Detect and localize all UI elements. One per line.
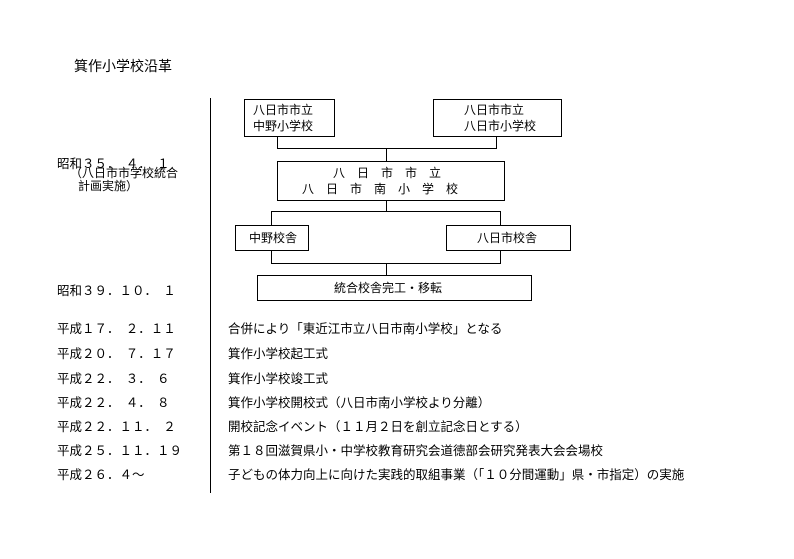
event-h17: 合併により「東近江市立八日市南小学校」となる xyxy=(228,321,503,336)
connector xyxy=(386,148,387,161)
connector xyxy=(386,201,387,211)
note-s35-line2: 計画実施） xyxy=(78,179,139,193)
event-h25: 第１８回滋賀県小・中学校教育研究会道徳部会研究発表大会会場校 xyxy=(228,443,604,458)
box-nakano-campus: 中野校舎 xyxy=(235,225,309,251)
box-yokaichi-campus: 八日市校舎 xyxy=(446,225,571,251)
date-h20: 平成２０． ７．１７ xyxy=(57,346,176,361)
connector xyxy=(500,251,501,263)
connector xyxy=(496,137,497,148)
connector xyxy=(277,148,497,149)
box-merged-campus-label: 統合校舎完工・移転 xyxy=(334,281,443,295)
connector xyxy=(271,251,272,263)
event-h20: 箕作小学校起工式 xyxy=(228,346,329,361)
timeline-divider xyxy=(210,98,211,493)
event-h22-3: 箕作小学校竣工式 xyxy=(228,371,329,386)
event-h26: 子どもの体力向上に向けた実践的取組事業（「１０分間運動」県・市指定）の実施 xyxy=(228,467,685,482)
box-minami-line2: 八 日 市 南 小 学 校 xyxy=(302,182,459,196)
note-s35-line1: （八日市市学校統合 xyxy=(70,166,179,180)
connector xyxy=(271,211,272,225)
date-h22-11: 平成２２．１１． ２ xyxy=(57,419,176,434)
box-yokaichi-line1: 八日市市立 xyxy=(464,103,525,117)
page-title: 箕作小学校沿革 xyxy=(74,59,172,75)
connector xyxy=(500,211,501,225)
box-nakano-line1: 八日市市立 xyxy=(253,103,314,117)
box-yokaichi-line2: 八日市小学校 xyxy=(464,119,537,133)
date-h25: 平成２５．１１．１９ xyxy=(57,443,183,458)
date-h26: 平成２６．４～ xyxy=(57,467,145,482)
box-merged-campus: 統合校舎完工・移転 xyxy=(257,275,532,301)
box-nakano-campus-label: 中野校舎 xyxy=(249,231,298,245)
box-yokaichi-elementary: 八日市市立 八日市小学校 xyxy=(433,99,562,137)
connector xyxy=(386,263,387,275)
date-s35: 昭和３５． ４． １ xyxy=(57,156,170,171)
connector xyxy=(277,137,278,148)
date-h22-4: 平成２２． ４． ８ xyxy=(57,395,170,410)
event-h22-4: 箕作小学校開校式（八日市南小学校より分離） xyxy=(228,395,491,410)
date-h22-3: 平成２２． ３． ６ xyxy=(57,371,170,386)
event-h22-11: 開校記念イベント（１１月２日を創立記念日とする） xyxy=(228,419,528,434)
box-nakano-elementary: 八日市市立 中野小学校 xyxy=(244,99,335,137)
box-yokaichi-campus-label: 八日市校舎 xyxy=(477,231,538,245)
box-yokaichi-minami-elementary: 八 日 市 市 立 八 日 市 南 小 学 校 xyxy=(277,161,505,201)
date-s39: 昭和３９．１０． １ xyxy=(57,283,176,298)
connector xyxy=(271,211,501,212)
box-nakano-line2: 中野小学校 xyxy=(253,119,314,133)
date-h17: 平成１７． ２．１１ xyxy=(57,321,176,336)
box-minami-line1: 八 日 市 市 立 xyxy=(333,166,442,180)
